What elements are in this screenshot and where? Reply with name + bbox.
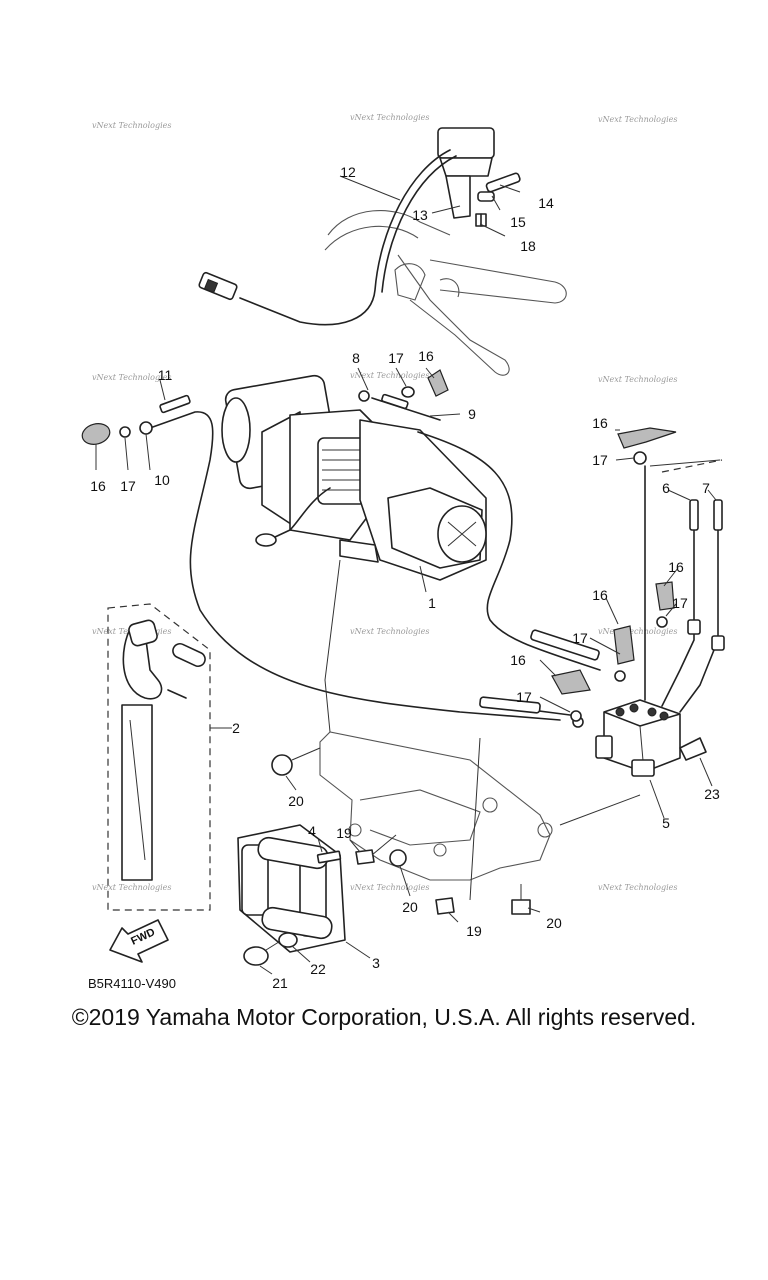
fwd-arrow-icon <box>109 919 169 963</box>
callout-18: 18 <box>520 238 536 254</box>
connector <box>198 271 238 301</box>
callout-2: 2 <box>232 720 240 736</box>
callout-16: 16 <box>668 559 684 575</box>
callout-numbers: 1 2 3 4 5 6 7 8 9 10 11 12 13 14 15 16 1… <box>90 164 720 991</box>
nut <box>570 710 582 722</box>
diagram-code: B5R4110-V490 <box>88 976 176 991</box>
callout-16: 16 <box>90 478 106 494</box>
callout-20: 20 <box>288 793 304 809</box>
callout-16: 16 <box>510 652 526 668</box>
washer <box>278 932 298 948</box>
callout-17: 17 <box>516 689 532 705</box>
callout-9: 9 <box>468 406 476 422</box>
callout-17: 17 <box>388 350 404 366</box>
motor-end-cap <box>221 397 251 463</box>
hook-strap-assembly <box>107 603 211 911</box>
watermark: vNext Technologies <box>598 115 677 124</box>
bolt <box>485 172 521 193</box>
watermark: vNext Technologies <box>350 113 429 122</box>
callout-16: 16 <box>418 348 434 364</box>
motor-lead-9 <box>358 390 441 421</box>
forward-arrow: FWD <box>109 919 169 963</box>
callout-17: 17 <box>120 478 136 494</box>
callout-6: 6 <box>662 480 670 496</box>
callout-20: 20 <box>546 915 562 931</box>
bolt <box>511 899 531 915</box>
roller-fairlead <box>237 824 346 953</box>
watermark: vNext Technologies <box>350 883 429 892</box>
label <box>316 850 342 864</box>
callout-19: 19 <box>336 825 352 841</box>
callout-10: 10 <box>154 472 170 488</box>
watermark: vNext Technologies <box>92 883 171 892</box>
callout-8: 8 <box>352 350 360 366</box>
callout-20: 20 <box>402 899 418 915</box>
callout-4: 4 <box>308 823 316 839</box>
bolt <box>271 754 293 776</box>
callout-11: 11 <box>158 367 173 383</box>
bolt <box>435 897 455 915</box>
nut <box>401 386 415 398</box>
nut <box>633 451 647 465</box>
callout-15: 15 <box>510 214 526 230</box>
collar <box>477 191 495 202</box>
watermark: vNext Technologies <box>598 375 677 384</box>
strap <box>121 704 153 881</box>
watermark: vNext Technologies <box>350 371 429 380</box>
switch-lead <box>198 149 457 326</box>
callout-17: 17 <box>672 595 688 611</box>
winch-wiring <box>417 431 626 728</box>
callout-3: 3 <box>372 955 380 971</box>
watermark: vNext Technologies <box>598 627 677 636</box>
winch-relay <box>551 427 725 777</box>
callout-19: 19 <box>466 923 482 939</box>
bolt <box>243 946 269 966</box>
switch-bracket <box>445 175 471 219</box>
callout-17: 17 <box>572 630 588 646</box>
callout-21: 21 <box>272 975 288 991</box>
terminal-cover <box>551 669 591 695</box>
terminal-cover <box>81 423 111 445</box>
terminal-cover <box>613 625 635 665</box>
callout-7: 7 <box>702 480 710 496</box>
callout-22: 22 <box>310 961 326 977</box>
callout-16: 16 <box>592 587 608 603</box>
watermark: vNext Technologies <box>92 373 171 382</box>
nut <box>119 426 131 438</box>
bolts <box>243 213 707 966</box>
callout-12: 12 <box>340 164 356 180</box>
bolt <box>679 737 707 761</box>
callout-14: 14 <box>538 195 554 211</box>
cable-hook-loop <box>255 533 277 547</box>
terminal-cover <box>617 427 677 449</box>
callout-16: 16 <box>592 415 608 431</box>
leader-lines <box>95 175 717 975</box>
callout-13: 13 <box>412 207 428 223</box>
callout-17: 17 <box>592 452 608 468</box>
bolt <box>355 849 375 865</box>
watermark: vNext Technologies <box>350 627 429 636</box>
handlebar-switch-assembly <box>324 127 567 376</box>
nut <box>656 616 668 628</box>
callout-23: 23 <box>704 786 720 802</box>
bolt <box>389 849 407 867</box>
watermark: vNext Technologies <box>598 883 677 892</box>
callout-5: 5 <box>662 815 670 831</box>
winch-mounting-plate <box>319 559 641 901</box>
handlebar-switch <box>437 127 495 159</box>
winch-parts-diagram: vNext Technologies vNext Technologies vN… <box>81 113 725 991</box>
callout-1: 1 <box>428 595 436 611</box>
copyright-notice: ©2019 Yamaha Motor Corporation, U.S.A. A… <box>71 1004 697 1030</box>
pin <box>172 642 206 668</box>
watermark: vNext Technologies <box>92 121 171 130</box>
winch-assembly <box>221 374 487 581</box>
winch-drum <box>317 437 367 505</box>
